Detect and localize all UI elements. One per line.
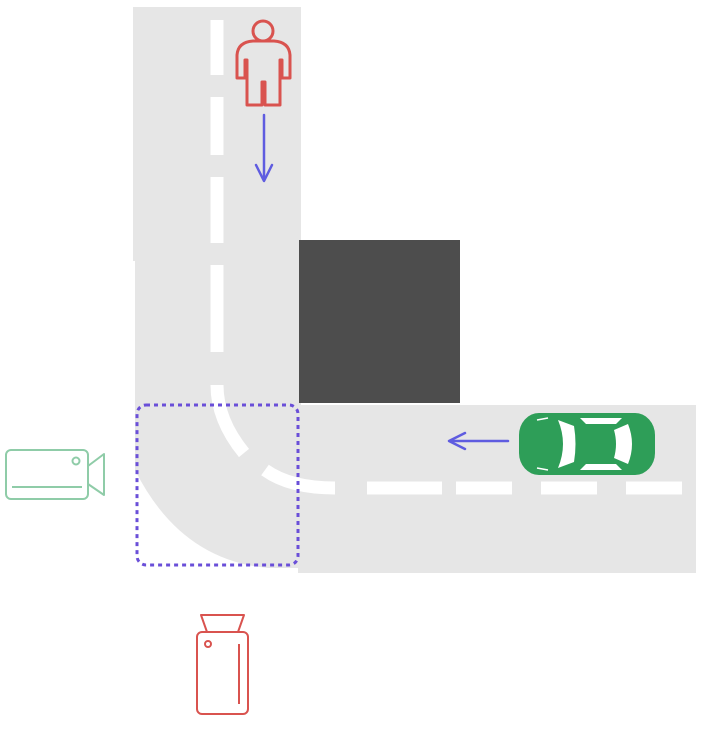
building-block <box>299 240 460 403</box>
car-windows <box>558 418 632 470</box>
lane-dash-curve <box>261 464 336 495</box>
pedestrian-icon <box>235 19 292 107</box>
car-icon <box>519 413 655 475</box>
pedestrian-motion-arrow <box>254 113 274 183</box>
car-motion-arrow <box>447 431 510 451</box>
lane-dash-curve <box>210 384 250 458</box>
center-lane-marking <box>210 20 682 495</box>
side-view-camera-icon <box>5 449 105 500</box>
blind-corner-zone <box>135 403 300 567</box>
front-view-camera-icon <box>196 614 249 715</box>
corner-curve-road <box>135 405 300 568</box>
